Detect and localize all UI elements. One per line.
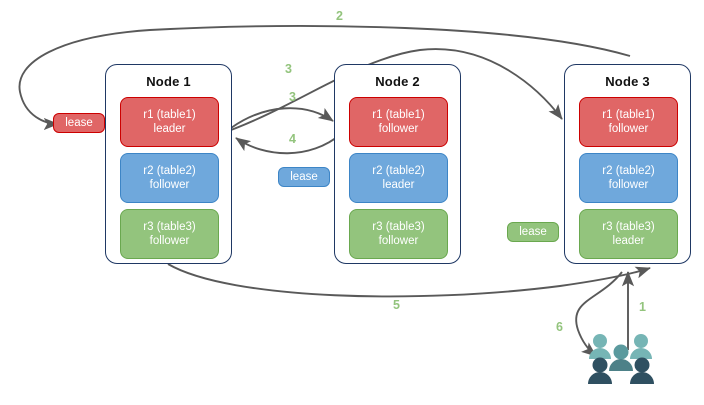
replica-name: r3 (table3) <box>602 221 655 233</box>
replica-name: r3 (table3) <box>372 221 425 233</box>
replica-role: follower <box>378 123 419 135</box>
replica-n1r1[interactable]: r1 (table1) leader <box>120 97 219 147</box>
replica-role: follower <box>608 123 649 135</box>
node-title-node1: Node 1 <box>146 74 191 89</box>
replica-name: r1 (table1) <box>602 109 655 121</box>
replica-n1r2[interactable]: r2 (table2) follower <box>120 153 219 203</box>
replica-name: r3 (table3) <box>143 221 196 233</box>
step-label-5: 5 <box>393 298 400 312</box>
node-container-node1: Node 1 r1 (table1) leader r2 (table2) fo… <box>105 64 232 264</box>
replica-name: r2 (table2) <box>602 165 655 177</box>
node-title-node2: Node 2 <box>375 74 420 89</box>
node-title-node3: Node 3 <box>605 74 650 89</box>
replica-n3r2[interactable]: r2 (table2) follower <box>579 153 678 203</box>
replica-role: follower <box>378 235 419 247</box>
edge-3-to-node2 <box>230 107 334 129</box>
lease-badge-r2[interactable]: lease <box>278 167 330 187</box>
replica-n1r3[interactable]: r3 (table3) follower <box>120 209 219 259</box>
step-label-6: 6 <box>556 320 563 334</box>
edge-5 <box>167 263 651 298</box>
step-label-3b: 3 <box>289 90 296 104</box>
replica-role: leader <box>153 123 186 135</box>
step-label-1: 1 <box>639 300 646 314</box>
step-label-3a: 3 <box>285 62 292 76</box>
replica-name: r2 (table2) <box>143 165 196 177</box>
replica-role: follower <box>149 179 190 191</box>
users-group-icon <box>588 334 654 384</box>
replica-n3r1[interactable]: r1 (table1) follower <box>579 97 678 147</box>
replica-role: leader <box>382 179 415 191</box>
replica-role: leader <box>612 235 645 247</box>
node-container-node2: Node 2 r1 (table1) follower r2 (table2) … <box>334 64 461 264</box>
lease-badge-r1[interactable]: lease <box>53 113 105 133</box>
step-label-4: 4 <box>289 132 296 146</box>
replica-n2r1[interactable]: r1 (table1) follower <box>349 97 448 147</box>
lease-badge-r3[interactable]: lease <box>507 222 559 242</box>
step-label-2: 2 <box>336 9 343 23</box>
node-container-node3: Node 3 r1 (table1) follower r2 (table2) … <box>564 64 691 264</box>
replica-n2r2[interactable]: r2 (table2) leader <box>349 153 448 203</box>
replica-name: r2 (table2) <box>372 165 425 177</box>
replica-role: follower <box>149 235 190 247</box>
replica-name: r1 (table1) <box>143 109 196 121</box>
replica-n3r3[interactable]: r3 (table3) leader <box>579 209 678 259</box>
replica-role: follower <box>608 179 649 191</box>
replica-name: r1 (table1) <box>372 109 425 121</box>
replica-n2r3[interactable]: r3 (table3) follower <box>349 209 448 259</box>
